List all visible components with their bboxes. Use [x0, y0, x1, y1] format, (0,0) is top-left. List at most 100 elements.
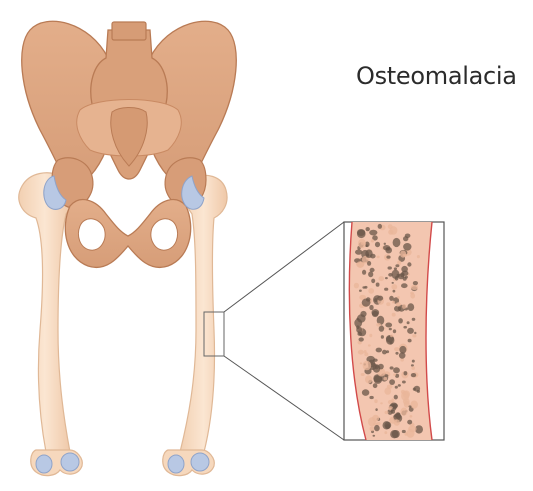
bone-pore [384, 243, 386, 245]
bone-pore [402, 304, 406, 309]
bone-pore [356, 325, 359, 329]
bone-pore [399, 352, 406, 358]
bone-pore [394, 419, 400, 426]
bone-pore [376, 348, 382, 353]
bone-pore [371, 239, 374, 242]
bone-pore [392, 282, 394, 284]
bone-pore [388, 230, 393, 235]
bone-pore [359, 290, 362, 292]
bone-pore [401, 283, 408, 288]
bone-pore [414, 332, 416, 334]
bone-pore [355, 249, 362, 254]
bone-pore [360, 311, 366, 317]
left-knee-cartilage-a [36, 455, 52, 473]
bone-pore [389, 328, 392, 331]
bone-pore [365, 249, 372, 258]
bone-pore [365, 375, 372, 383]
bone-pore [405, 276, 408, 279]
callout-line-bottom [224, 356, 344, 440]
bone-pore [392, 313, 396, 317]
bone-pore [397, 296, 400, 299]
right-knee-cartilage-b [191, 453, 209, 471]
bone-pore [358, 239, 366, 249]
bone-pore [407, 262, 411, 266]
bone-pore [393, 367, 400, 373]
bone-pore [386, 350, 389, 353]
bone-pore [376, 283, 380, 287]
bone-pore [403, 326, 407, 329]
bone-pore [401, 408, 408, 416]
bone-cross-section [344, 222, 444, 440]
bone-pore [384, 374, 388, 377]
bone-pore [356, 261, 364, 267]
bone-pore [362, 389, 369, 396]
left-obturator-foramen [78, 219, 105, 250]
bone-pore [405, 234, 411, 239]
bone-pore [394, 395, 398, 400]
bone-pore [374, 399, 377, 403]
left-knee-cartilage-b [61, 453, 79, 471]
bone-pore [385, 277, 388, 279]
bone-pore [370, 426, 375, 431]
bone-pore [404, 371, 408, 375]
right-obturator-foramen [151, 219, 178, 250]
bone-pore [410, 293, 415, 299]
bone-pore [359, 337, 364, 341]
bone-pore [386, 302, 390, 306]
bone-pore [395, 386, 398, 389]
bone-pore [398, 318, 403, 323]
bone-pore [407, 303, 414, 311]
bone-pore [391, 398, 394, 402]
bone-pore [384, 422, 391, 429]
bone-pore [413, 388, 416, 391]
bone-pore [366, 254, 369, 257]
bone-pore [402, 254, 407, 257]
bone-pore [386, 256, 390, 259]
bone-pore [378, 364, 384, 370]
bone-pore [369, 334, 372, 337]
bone-pore [388, 224, 393, 229]
bone-pore [373, 435, 376, 437]
bone-pore [403, 243, 411, 251]
bone-pore [377, 296, 383, 301]
bone-pore [364, 286, 367, 289]
left-femur-shaft [19, 173, 71, 452]
bone-pore [387, 385, 393, 389]
bone-pore [411, 366, 415, 370]
bone-pore [369, 396, 373, 399]
bone-pore [412, 360, 415, 363]
bone-pore [390, 430, 398, 438]
bone-pore [395, 352, 398, 355]
callout-line-top [224, 222, 344, 312]
bone-pore [407, 420, 412, 425]
bone-pore [389, 296, 394, 301]
bone-pore [360, 362, 363, 364]
bone-pore [393, 238, 401, 247]
bone-pore [385, 247, 392, 253]
bone-pore [378, 224, 382, 229]
bone-pore [395, 276, 399, 281]
bone-pore [401, 266, 408, 272]
bone-pore [394, 267, 397, 270]
bone-pore [412, 334, 416, 337]
bone-pore [376, 323, 381, 327]
bone-pore [356, 318, 359, 320]
bone-pore [398, 384, 401, 387]
bone-pore [373, 383, 378, 388]
bone-pore [402, 430, 406, 433]
bone-pore [381, 335, 384, 339]
bone-pore [413, 281, 418, 285]
bone-pore [375, 408, 377, 411]
bone-pore [376, 422, 380, 425]
bone-pore [390, 366, 394, 369]
bone-pore [357, 230, 366, 238]
bone-pore [388, 266, 392, 269]
sacral-top [112, 22, 146, 40]
bone-pore [367, 261, 371, 266]
bone-pore [393, 290, 396, 293]
bone-pore [358, 350, 364, 355]
bone-pore [366, 227, 370, 231]
bone-pore [393, 414, 401, 420]
bone-pore [393, 329, 396, 333]
bone-pore [393, 374, 396, 376]
